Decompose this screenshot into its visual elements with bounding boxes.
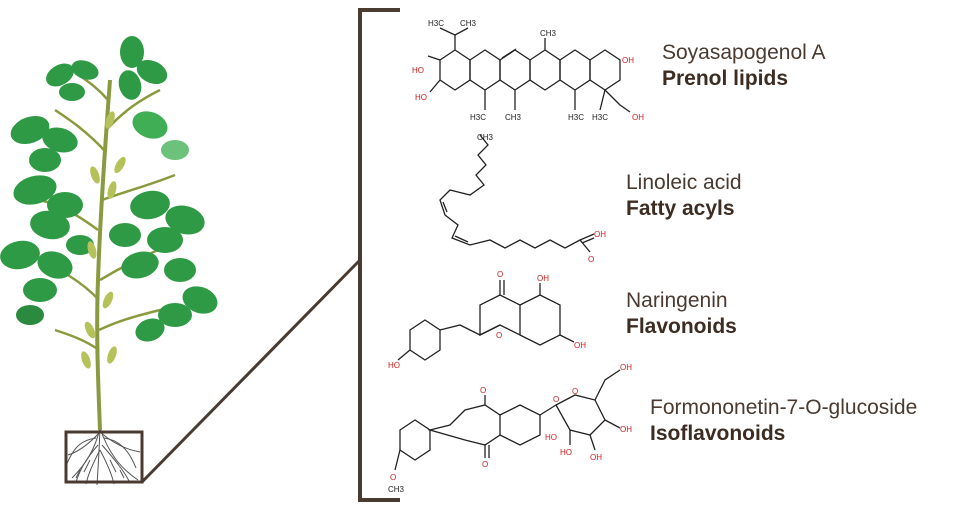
- atom-label: HO: [388, 361, 400, 370]
- atom-label: O: [480, 386, 486, 395]
- atom-label: HO: [545, 433, 557, 442]
- atom-label: O: [390, 473, 396, 482]
- compound-bracket: [358, 8, 400, 502]
- structure-linoleic-acid: [439, 134, 595, 253]
- atom-label: CH3: [388, 485, 405, 494]
- atom-label: H3C: [428, 19, 444, 28]
- atom-label: OH: [574, 341, 586, 350]
- atom-label: CH3: [540, 29, 557, 38]
- atom-label: CH3: [477, 133, 494, 142]
- atom-label: OH: [590, 453, 602, 462]
- atom-label: OH: [620, 425, 632, 434]
- atom-label: H3C: [470, 113, 486, 122]
- compound-name: Linoleic acid: [626, 171, 742, 194]
- structure-formononetin-glucoside: [394, 369, 621, 471]
- compound-label-formononetin-7-o-glucoside: Formononetin-7-O-glucoside Isoflavonoids: [650, 395, 917, 448]
- atom-label: O: [497, 270, 503, 279]
- atom-label: H3C: [568, 113, 584, 122]
- compound-label-soyasapogenol-a: Soyasapogenol A Prenol lipids: [662, 40, 825, 93]
- seed-pods: [81, 111, 126, 369]
- atom-label: OH: [622, 56, 634, 65]
- atom-label: H3C: [592, 113, 608, 122]
- labels-naringenin: O OH OH O HO: [388, 270, 586, 370]
- atom-label: OH: [632, 113, 644, 122]
- zoom-connector-line: [140, 258, 362, 484]
- atom-label: HO: [412, 66, 424, 75]
- root-highlight-box: [64, 430, 144, 484]
- compound-name: Formononetin-7-O-glucoside: [650, 396, 918, 419]
- compound-class: Flavonoids: [626, 315, 737, 339]
- structure-soyasapogenol-a: [427, 27, 631, 113]
- leaves: [0, 36, 218, 342]
- atom-label: O: [482, 460, 488, 469]
- labels-linoleic-acid: CH3 OH O: [477, 133, 606, 264]
- root-system: [65, 427, 141, 486]
- atom-label: OH: [537, 274, 549, 283]
- compound-class: Isoflavonoids: [650, 422, 786, 446]
- atom-label: CH3: [505, 113, 522, 122]
- compound-label-naringenin: Naringenin Flavonoids: [626, 288, 737, 341]
- main-stem: [95, 79, 112, 431]
- soybean-plant-illustration: [0, 36, 218, 486]
- compound-name: Naringenin: [626, 289, 728, 312]
- atom-label: O: [572, 387, 578, 396]
- structure-naringenin: [397, 280, 575, 361]
- labels-formononetin-glucoside: O O O O OH HO HO OH OH O CH3: [388, 363, 632, 494]
- atom-label: OH: [620, 363, 632, 372]
- atom-label: O: [588, 255, 594, 264]
- atom-label: O: [553, 395, 559, 404]
- compound-class: Fatty acyls: [626, 197, 735, 221]
- compound-name: Soyasapogenol A: [662, 41, 826, 64]
- compound-class: Prenol lipids: [662, 67, 789, 91]
- atom-label: OH: [594, 230, 606, 239]
- atom-label: HO: [415, 93, 427, 102]
- compound-label-linoleic-acid: Linoleic acid Fatty acyls: [626, 170, 742, 223]
- atom-label: O: [496, 331, 502, 340]
- atom-label: HO: [560, 448, 572, 457]
- labels-soyasapogenol-a: HO HO OH OH H3C CH3 CH3 H3C CH3 H3C H3C: [412, 19, 644, 122]
- atom-label: CH3: [460, 19, 477, 28]
